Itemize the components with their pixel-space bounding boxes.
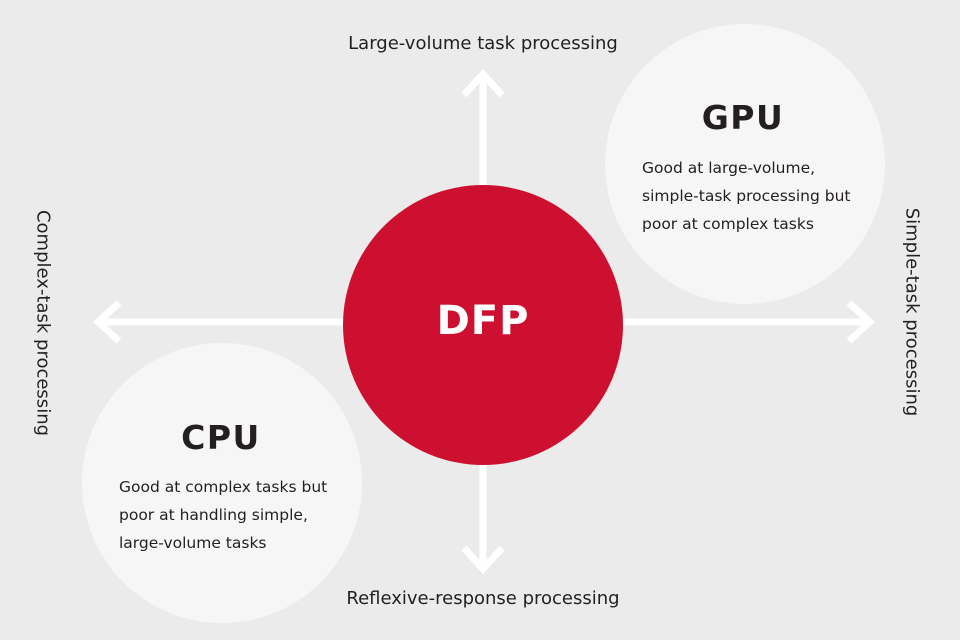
arrowhead-right-icon <box>846 300 876 344</box>
gpu-title: GPU <box>701 98 785 137</box>
arrowhead-down-icon <box>461 545 505 575</box>
axis-label-bottom: Reflexive-response processing <box>346 588 620 609</box>
gpu-description-line: poor at complex tasks <box>642 215 814 233</box>
cpu-description-line: poor at handling simple, <box>119 506 308 524</box>
gpu-circle <box>605 24 885 304</box>
axis-label-top: Large-volume task processing <box>348 33 618 54</box>
gpu-description: Good at large-volume, simple-task proces… <box>642 154 878 238</box>
arrowhead-left-icon <box>92 300 122 344</box>
axis-label-left: Complex-task processing <box>32 209 54 437</box>
arrowhead-up-icon <box>461 68 505 98</box>
cpu-description-line: large-volume tasks <box>119 534 267 552</box>
gpu-description-line: simple-task processing but <box>642 187 851 205</box>
cpu-circle <box>82 343 362 623</box>
gpu-description-line: Good at large-volume, <box>642 159 816 177</box>
axis-label-right: Simple-task processing <box>901 207 923 417</box>
dfp-circle: DFP <box>343 185 623 465</box>
cpu-description-line: Good at complex tasks but <box>119 478 328 496</box>
dfp-label: DFP <box>436 298 530 344</box>
cpu-title: CPU <box>181 418 261 457</box>
cpu-description: Good at complex tasks but poor at handli… <box>119 473 355 557</box>
